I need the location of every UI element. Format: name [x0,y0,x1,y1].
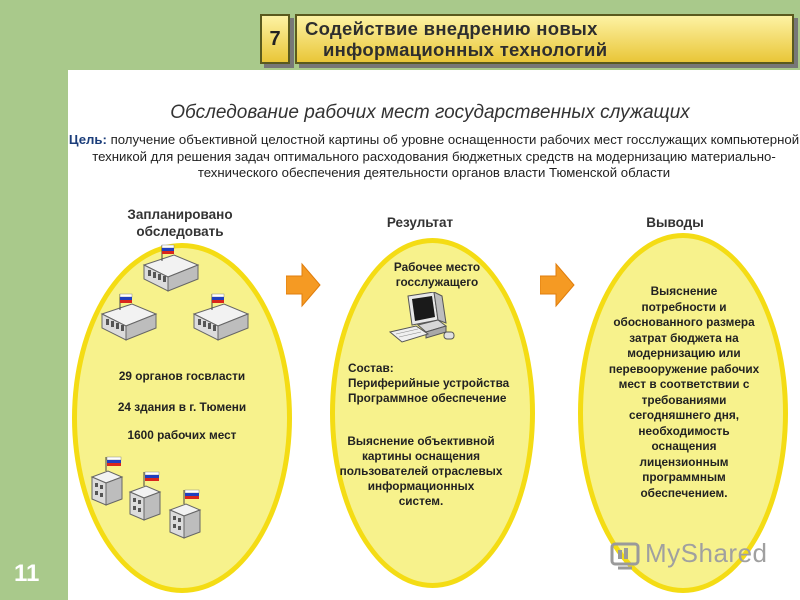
goal-paragraph: Цель: получение объективной целостной ка… [68,132,800,182]
goal-text: получение объективной целостной картины … [92,132,800,180]
composition-item-software: Программное обеспечение [348,391,507,405]
page-number: 11 [14,560,40,587]
frame-left [0,0,68,600]
conclusions-line: потребности и [641,299,727,314]
building-icon [100,293,158,341]
composition-label: Состав: [348,361,394,375]
slide-title-box: Содействие внедрению новых информационны… [295,14,794,64]
planned-heading-line2: обследовать [136,224,224,239]
conclusions-heading: Выводы [646,215,704,230]
conclusions-line: требованиями [641,392,727,407]
slide-subtitle: Обследование рабочих мест государственны… [170,102,690,123]
conclusions-line: необходимость [638,423,730,438]
conclusions-line: мест в соответствии с [618,377,750,391]
composition-list: Состав: Периферийные устройства Программ… [348,361,538,406]
result-heading: Результат [386,215,454,230]
planned-item-agencies: 29 органов госвласти [118,369,246,383]
arrow-right-icon [540,262,575,308]
result-ellipse [330,238,535,588]
result-finding-line2: картины оснащения [361,449,481,463]
conclusions-line: программным [642,470,726,484]
workplace-label: Рабочее место госслужащего [362,260,512,290]
result-finding-line1: Выяснение объективной [347,434,495,448]
building-icon [192,293,250,341]
composition-item-peripherals: Периферийные устройства [348,376,510,390]
watermark-text: MyShared [645,538,768,568]
slide-title-line1: Содействие внедрению новых [305,18,598,39]
building-icon [142,244,200,292]
result-finding-line4: информационных [367,479,475,493]
conclusions-line: затрат бюджета на [629,330,739,345]
workplace-label-line1: Рабочее место [393,260,481,274]
conclusions-line: Выяснение [650,284,718,298]
conclusions-line: обоснованного размера [613,315,755,329]
result-finding: Выяснение объективной картины оснащения … [336,434,506,509]
arrow-right-icon [286,262,321,308]
result-finding-line5: систем. [398,494,444,508]
building-icon [128,471,162,521]
building-icon [168,489,202,539]
planned-heading: Запланировано обследовать [100,206,260,240]
building-icon [90,456,124,506]
planned-item-buildings: 24 здания в г. Тюмени [117,400,247,414]
planned-item-workplaces: 1600 рабочих мест [127,428,237,442]
slide-number-badge: 7 [260,14,290,64]
planned-heading-line1: Запланировано [127,207,233,222]
conclusions-text: Выяснение потребности и обоснованного ра… [598,284,770,501]
watermark-logo-icon [610,542,640,570]
goal-label: Цель: [68,132,107,147]
result-finding-line3: пользователей отраслевых [339,464,503,478]
conclusions-ellipse [578,233,788,593]
workplace-label-line2: госслужащего [395,275,479,289]
conclusions-line: сегодняшнего дня, [629,408,739,422]
conclusions-line: перевооружение рабочих [608,361,760,376]
conclusions-line: обеспечением. [640,485,728,500]
conclusions-line: лицензионным [639,454,729,469]
slide-title-line2: информационных технологий [323,39,608,60]
computer-icon [388,292,455,343]
conclusions-line: оснащения [651,439,717,453]
conclusions-line: модернизацию или [627,346,741,360]
